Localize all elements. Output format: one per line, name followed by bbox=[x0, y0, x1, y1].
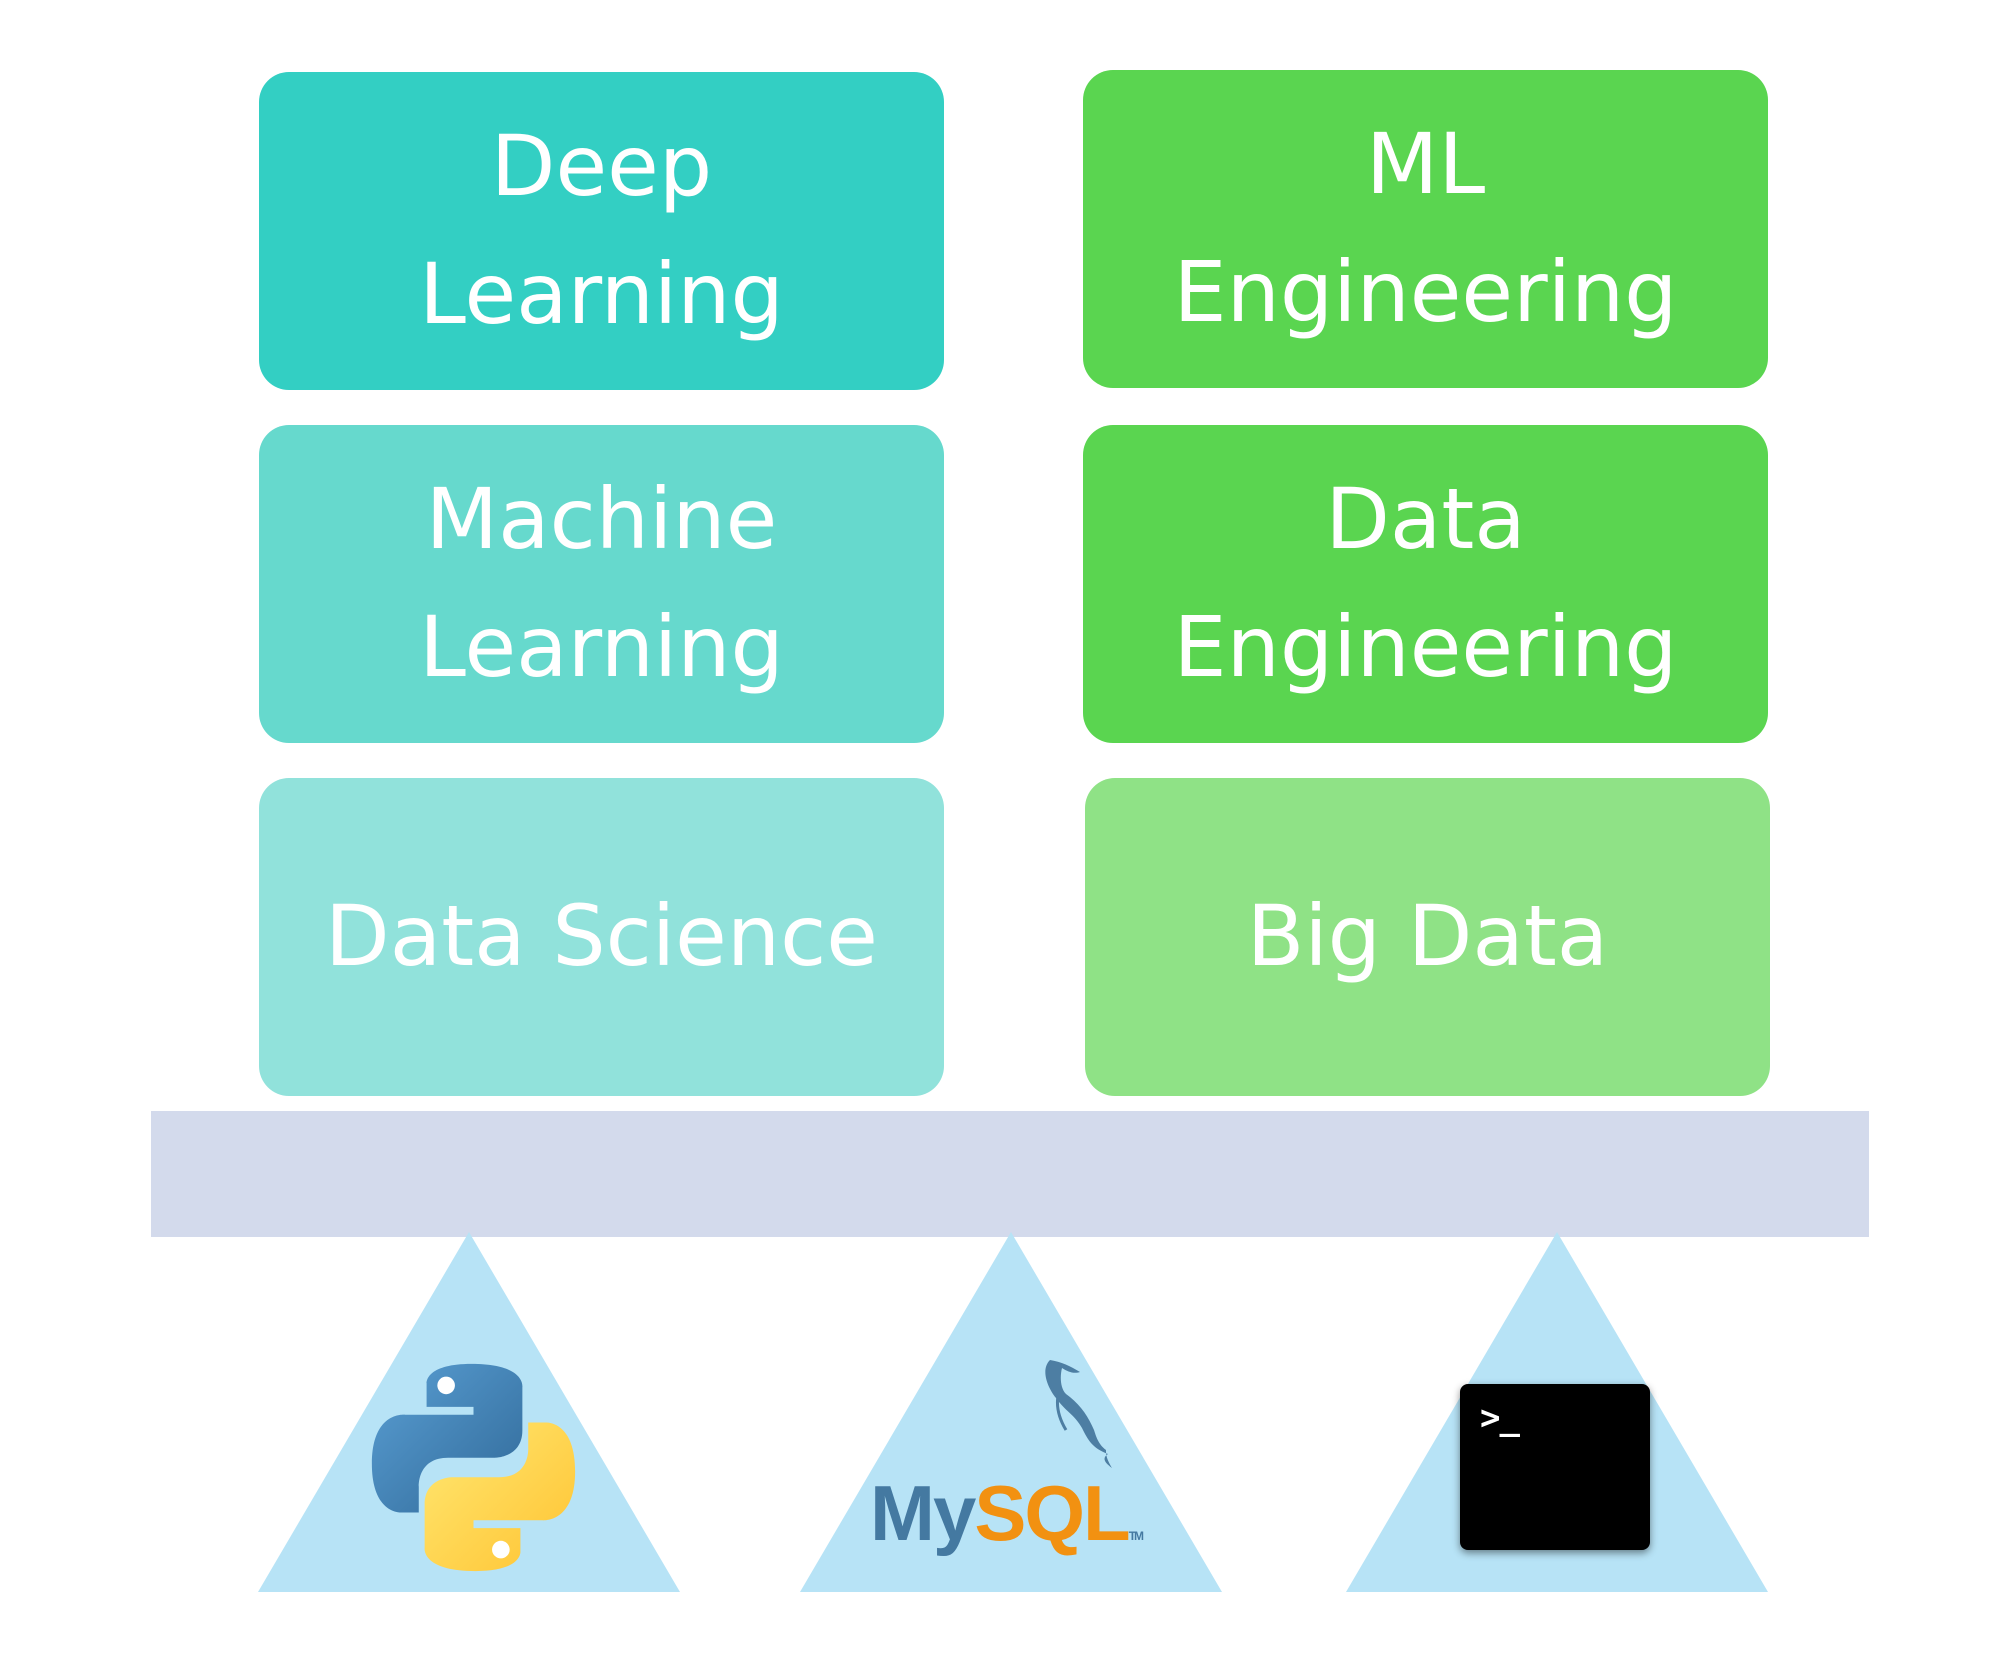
terminal-prompt: >_ bbox=[1480, 1398, 1520, 1438]
triangle-shape bbox=[258, 1232, 680, 1592]
big-data-box: Big Data bbox=[1085, 778, 1770, 1096]
data-science-box: Data Science bbox=[259, 778, 944, 1096]
triangle-shape bbox=[800, 1232, 1222, 1592]
terminal-icon: >_ bbox=[1460, 1384, 1650, 1550]
mysql-logo-icon bbox=[1045, 1360, 1112, 1468]
terminal-support-triangle: >_ bbox=[1346, 1232, 1768, 1592]
foundation-beam bbox=[151, 1111, 1869, 1237]
python-logo-icon bbox=[371, 1363, 576, 1572]
mysql-support-triangle: MySQLTM bbox=[800, 1232, 1222, 1592]
ml-engineering-box: ML Engineering bbox=[1083, 70, 1768, 388]
machine-learning-box: Machine Learning bbox=[259, 425, 944, 743]
python-support-triangle bbox=[258, 1232, 680, 1592]
deep-learning-box: Deep Learning bbox=[259, 72, 944, 390]
mysql-wordmark: MySQLTM bbox=[870, 1469, 1144, 1557]
data-engineering-box: Data Engineering bbox=[1083, 425, 1768, 743]
